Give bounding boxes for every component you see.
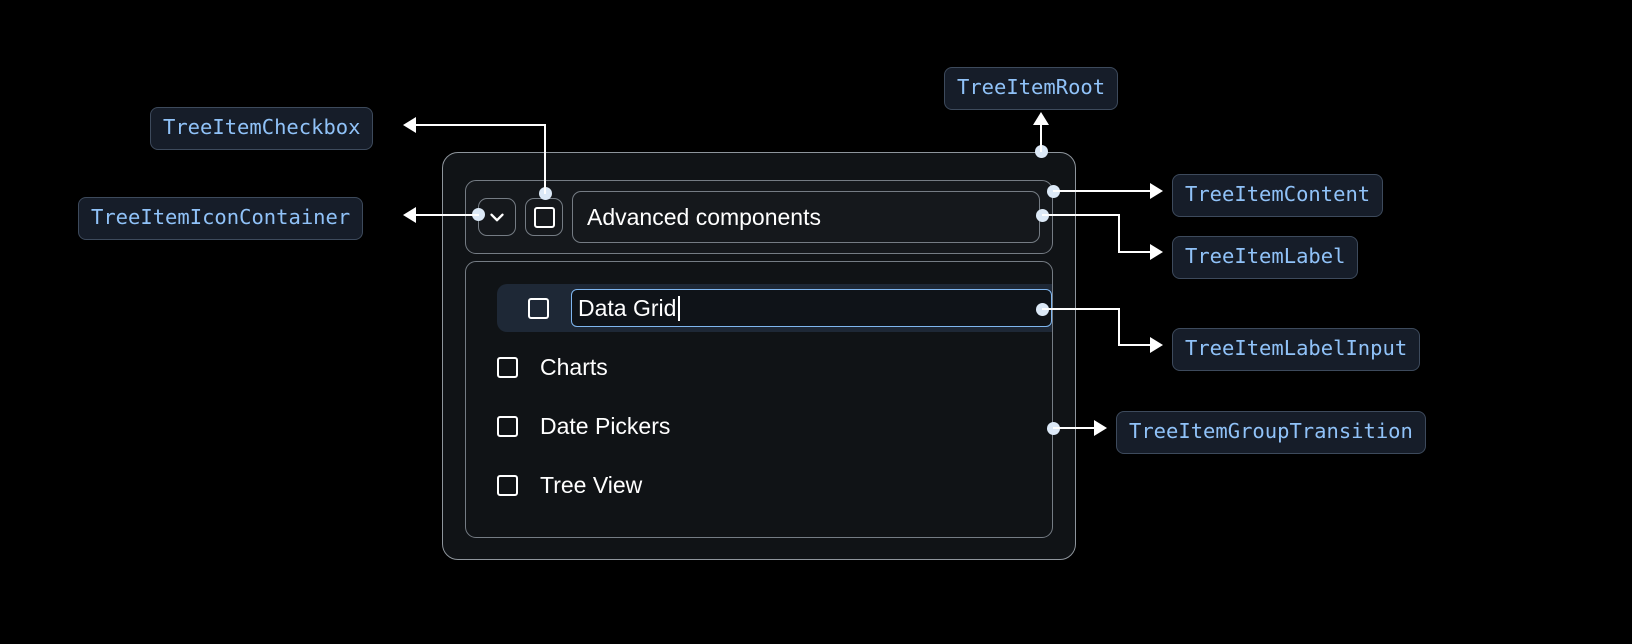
checkbox-square-icon[interactable]	[497, 356, 518, 378]
annotation-tree-item-group-transition: TreeItemGroupTransition	[1116, 411, 1426, 454]
annotation-tree-item-label-input: TreeItemLabelInput	[1172, 328, 1421, 371]
tree-item-content[interactable]: Advanced components	[465, 180, 1053, 254]
tree-item-label-input[interactable]: Data Grid	[571, 289, 1052, 327]
tree-item-editing-row[interactable]: Data Grid	[497, 284, 1052, 332]
tree-item-group-transition: Data Grid Charts Date Pickers Tree View	[465, 261, 1053, 538]
tree-item-label[interactable]: Advanced components	[572, 191, 1040, 243]
checkbox-square-icon	[533, 206, 555, 228]
checkbox-square-icon[interactable]	[528, 297, 549, 319]
connector-arrow-content	[1150, 183, 1163, 199]
connector-line-checkbox-h	[416, 124, 546, 126]
connector-line-icon-container	[416, 214, 479, 216]
annotation-tree-item-label: TreeItemLabel	[1172, 236, 1359, 279]
tree-item-root[interactable]: Advanced components Data Grid Charts Dat…	[442, 152, 1076, 560]
tree-item-label-text: Advanced components	[587, 203, 821, 230]
text-caret	[678, 295, 680, 321]
connector-line-group-transition	[1053, 427, 1098, 429]
annotation-tree-item-content: TreeItemContent	[1172, 174, 1384, 217]
connector-arrow-icon-container	[403, 207, 416, 223]
connector-arrow-checkbox	[403, 117, 416, 133]
connector-line-root	[1040, 120, 1042, 152]
tree-item-checkbox[interactable]	[525, 198, 563, 236]
connector-line-checkbox-v	[544, 124, 546, 194]
label-input-value: Data Grid	[578, 294, 677, 321]
tree-item-row-tree-view[interactable]: Tree View	[466, 461, 1052, 509]
annotation-tree-item-root: TreeItemRoot	[944, 67, 1119, 110]
annotation-tree-item-icon-container: TreeItemIconContainer	[78, 197, 364, 240]
chevron-down-icon	[490, 213, 504, 222]
tree-item-row-charts[interactable]: Charts	[466, 343, 1052, 391]
connector-line-label-input-h1	[1042, 308, 1120, 310]
tree-item-row-date-pickers[interactable]: Date Pickers	[466, 402, 1052, 450]
tree-item-label-text: Tree View	[540, 471, 643, 498]
connector-line-label-h2	[1118, 251, 1154, 253]
connector-line-label-input-v	[1118, 308, 1120, 346]
annotation-tree-item-checkbox: TreeItemCheckbox	[150, 107, 374, 150]
checkbox-square-icon[interactable]	[497, 415, 518, 437]
connector-arrow-root	[1033, 112, 1049, 125]
tree-item-label-text: Charts	[540, 353, 608, 380]
connector-arrow-group-transition	[1094, 420, 1107, 436]
connector-arrow-label-input	[1150, 337, 1163, 353]
connector-line-content	[1053, 190, 1154, 192]
connector-arrow-label	[1150, 244, 1163, 260]
tree-item-label-text: Date Pickers	[540, 412, 671, 439]
connector-line-label-input-h2	[1118, 344, 1154, 346]
connector-line-label-h1	[1042, 214, 1120, 216]
checkbox-square-icon[interactable]	[497, 474, 518, 496]
connector-line-label-v	[1118, 214, 1120, 253]
